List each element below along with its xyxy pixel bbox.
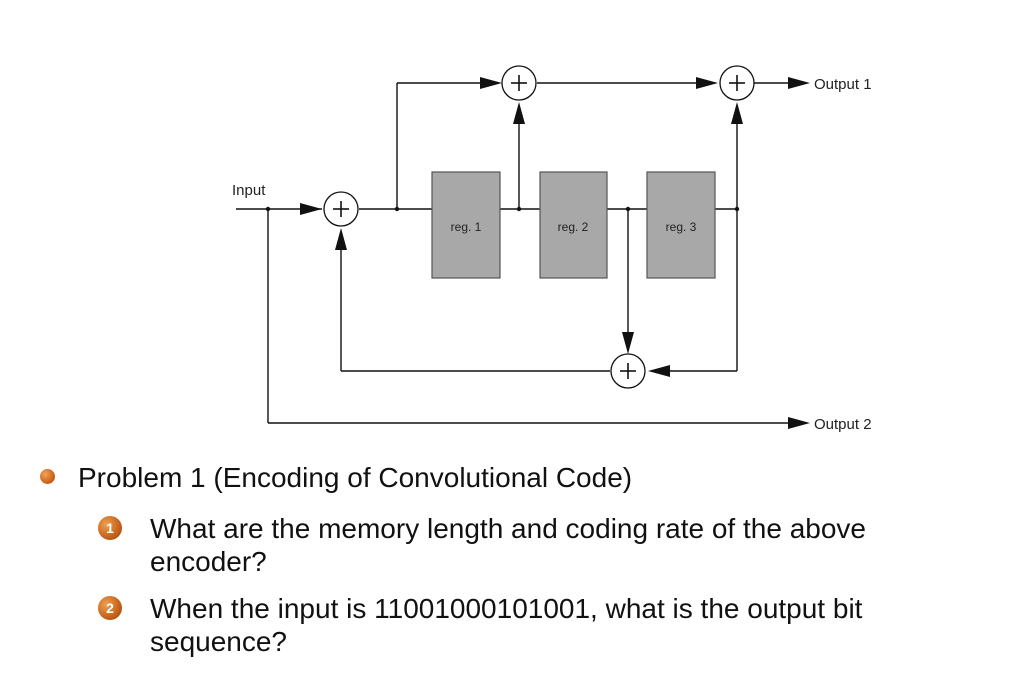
question-1-text: What are the memory length and coding ra… [150,512,1000,578]
register-2 [539,171,608,279]
junction-input-branch [265,206,271,212]
registers: reg. 1 reg. 2 reg. 3 [431,171,716,279]
input-label: Input [232,182,266,199]
arrow-into-output-adder [696,77,718,89]
register-3 [646,171,716,279]
arrow-up-into-adder1 [335,228,347,250]
junction-reg3-tap [734,206,740,212]
arrow-up-into-top-adder [513,102,525,124]
number-1-icon: 1 [98,516,122,540]
question-1-line-2: encoder? [150,546,267,577]
output1-label: Output 1 [814,76,872,93]
arrow-into-adder1 [300,203,322,215]
question-2-line-1: When the input is 11001000101001, what i… [150,593,863,624]
junction-reg1-tap [516,206,522,212]
junction-reg2-tap [625,206,631,212]
register-2-label: reg. 2 [558,220,589,234]
arrow-down-into-bottom-adder [622,332,634,354]
question-1-line-1: What are the memory length and coding ra… [150,513,866,544]
arrow-output1 [788,77,810,89]
arrow-into-top-adder [480,77,502,89]
number-2-icon: 2 [98,596,122,620]
junction-nodes [265,206,740,212]
output2-label: Output 2 [814,416,872,433]
register-1 [431,171,501,279]
junction-feed-forward [394,206,400,212]
register-1-label: reg. 1 [451,220,482,234]
adder-output1 [719,65,755,101]
convolutional-encoder-diagram: reg. 1 reg. 2 reg. 3 Input Output 1 Outp… [232,65,872,433]
adder-feedback [610,353,646,389]
problem-title: Problem 1 (Encoding of Convolutional Cod… [78,462,633,493]
adder-input [323,191,359,227]
question-2-text: When the input is 11001000101001, what i… [150,592,1000,658]
arrow-up-into-output-adder [731,102,743,124]
arrow-output2 [788,417,810,429]
register-3-label: reg. 3 [666,220,697,234]
question-2-line-2: sequence? [150,626,288,657]
adder-top [501,65,537,101]
wires [236,82,790,424]
arrow-left-into-bottom-adder [648,365,670,377]
bullet-icon [40,469,55,484]
arrowheads [300,77,810,429]
